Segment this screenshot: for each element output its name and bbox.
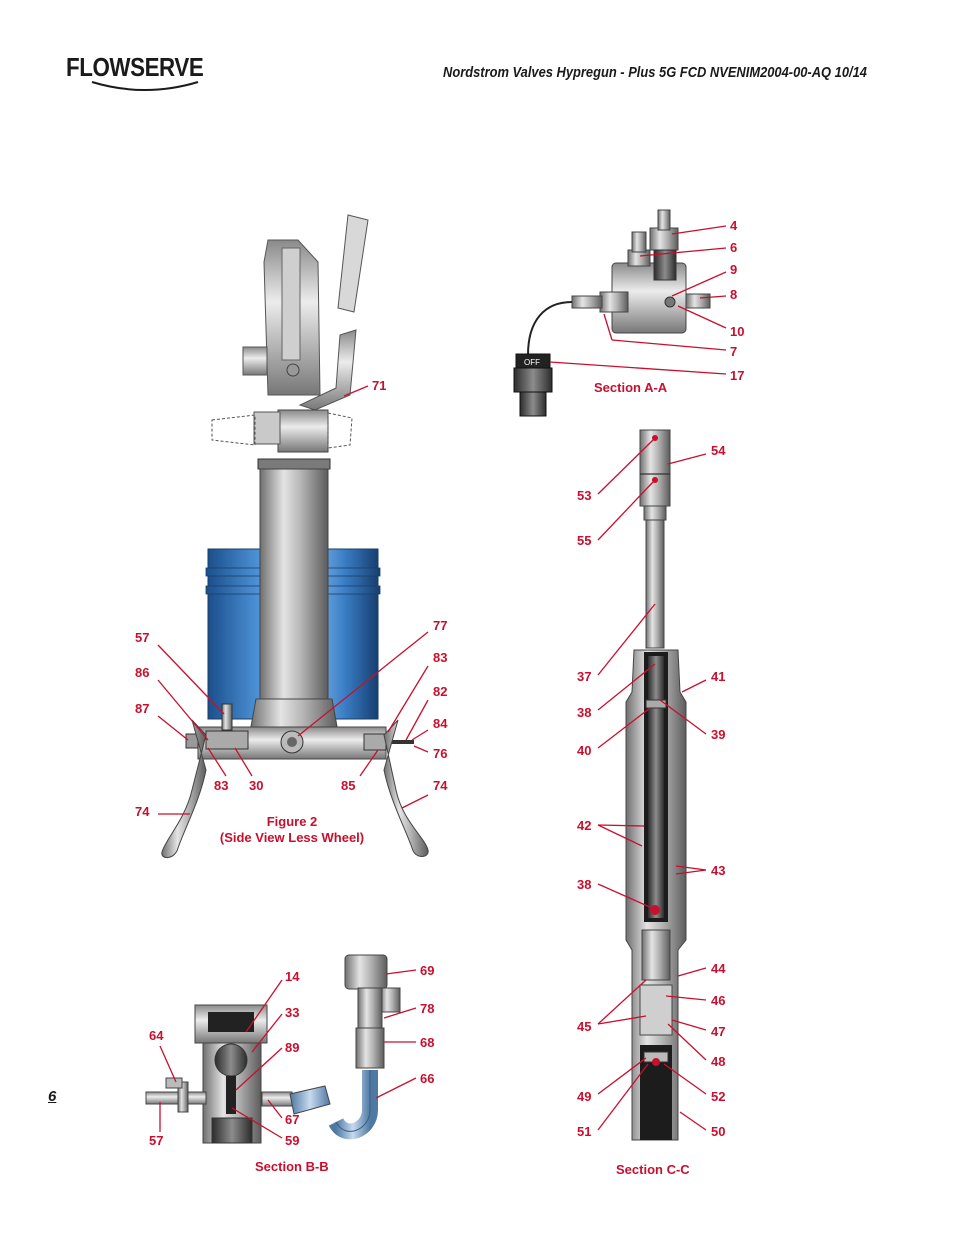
callout-40: 40 [577,743,591,758]
callout-57: 57 [135,630,149,645]
callouts-section-aa: 4 6 9 8 10 7 17 Section A-A [594,218,744,395]
callout-38: 38 [577,877,591,892]
callout-87: 87 [135,701,149,716]
callout-14: 14 [285,969,300,984]
callouts-section-cc: 54 53 55 37 41 38 39 40 42 43 38 44 46 4… [577,443,726,1177]
callout-7: 7 [730,344,737,359]
callout-53: 53 [577,488,591,503]
callout-48: 48 [711,1054,725,1069]
callout-47: 47 [711,1024,725,1039]
figure2-caption-line1: Figure 2 [267,814,318,829]
callout-78: 78 [420,1001,434,1016]
callout-69: 69 [420,963,434,978]
callout-42: 42 [577,818,591,833]
callout-10: 10 [730,324,744,339]
figure2-drawing [161,214,429,858]
callout-49: 49 [577,1089,591,1104]
callouts-section-bb: 14 33 89 64 57 67 59 69 78 68 66 Section… [149,963,434,1174]
callout-41: 41 [711,669,725,684]
callout-43: 43 [711,863,725,878]
callout-82: 82 [433,684,447,699]
callout-17: 17 [730,368,744,383]
section-bb-drawing [145,954,401,1144]
section-aa-drawing: OFF [513,209,711,417]
callout-67: 67 [285,1112,299,1127]
callout-83: 83 [214,778,228,793]
callout-50: 50 [711,1124,725,1139]
section-cc-drawing [625,429,687,1141]
section-bb-caption: Section B-B [255,1159,329,1174]
callout-38: 38 [577,705,591,720]
callout-86: 86 [135,665,149,680]
callout-57: 57 [149,1133,163,1148]
callout-52: 52 [711,1089,725,1104]
callout-66: 66 [420,1071,434,1086]
callout-54: 54 [711,443,726,458]
callout-45: 45 [577,1019,591,1034]
flowserve-logo: FLOWSERVE [66,52,204,82]
leader-lines [157,225,727,1139]
callout-51: 51 [577,1124,591,1139]
callout-6: 6 [730,240,737,255]
logo-swoosh-icon [91,81,199,91]
callout-84: 84 [433,716,448,731]
callout-71: 71 [372,378,386,393]
callout-39: 39 [711,727,725,742]
callout-9: 9 [730,262,737,277]
callout-76: 76 [433,746,447,761]
section-cc-caption: Section C-C [616,1162,690,1177]
callout-33: 33 [285,1005,299,1020]
callout-4: 4 [730,218,738,233]
callout-8: 8 [730,287,737,302]
callout-77: 77 [433,618,447,633]
knob-off-label: OFF [524,358,540,367]
callout-30: 30 [249,778,263,793]
callout-74: 74 [135,804,150,819]
callout-74: 74 [433,778,448,793]
callout-46: 46 [711,993,725,1008]
document-header-title: Nordstrom Valves Hypregun - Plus 5G FCD … [443,64,867,81]
callout-37: 37 [577,669,591,684]
callout-44: 44 [711,961,726,976]
callout-89: 89 [285,1040,299,1055]
callouts-figure2: 71 57 86 87 83 30 74 77 83 82 84 76 85 7… [135,378,448,845]
figure2-caption-line2: (Side View Less Wheel) [220,830,364,845]
callout-59: 59 [285,1133,299,1148]
section-aa-caption: Section A-A [594,380,668,395]
callout-68: 68 [420,1035,434,1050]
callout-83: 83 [433,650,447,665]
callout-64: 64 [149,1028,164,1043]
page-number: 6 [48,1088,57,1105]
callout-85: 85 [341,778,355,793]
callout-55: 55 [577,533,591,548]
